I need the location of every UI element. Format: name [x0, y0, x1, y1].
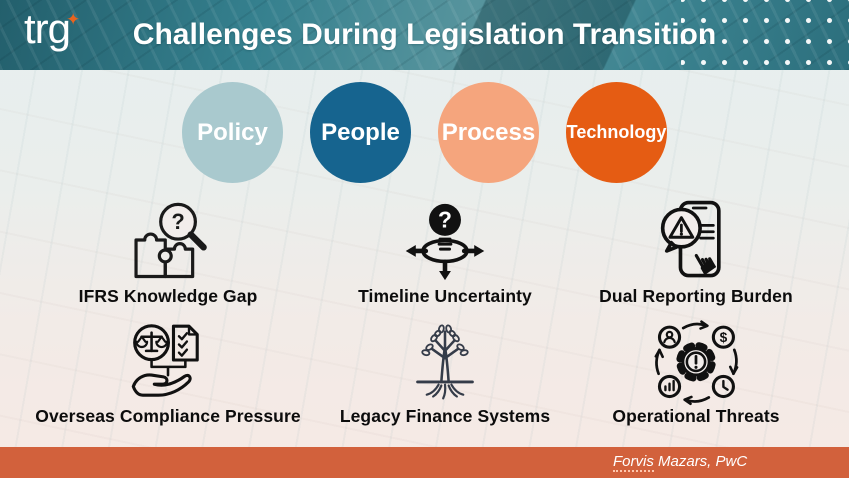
pillar-policy: Policy: [182, 82, 283, 183]
challenge-overseas-compliance-pressure: Overseas Compliance Pressure: [28, 318, 308, 427]
pillar-people: People: [310, 82, 411, 183]
attribution-word: Forvis: [613, 453, 654, 472]
svg-text:?: ?: [171, 209, 184, 234]
challenge-dual-reporting-burden: ☛ Dual Reporting Burden: [556, 198, 836, 307]
pillar-process: Process: [438, 82, 539, 183]
tree-roots-icon: [305, 318, 585, 402]
challenge-timeline-uncertainty: ? Timeline Uncertainty: [305, 198, 585, 307]
gear-alert-cycle-icon: $: [556, 318, 836, 406]
pillars-row: Policy People Process Technology: [0, 82, 849, 183]
attribution: Forvis Mazars, PwC: [613, 453, 748, 472]
challenge-legacy-finance-systems: Legacy Finance Systems: [305, 318, 585, 427]
challenge-label: Dual Reporting Burden: [599, 286, 793, 306]
challenge-label: IFRS Knowledge Gap: [78, 286, 258, 306]
trg-logo-text: trg: [24, 5, 71, 52]
challenge-operational-threats: $ Operational Threats: [556, 318, 836, 427]
challenge-label: Overseas Compliance Pressure: [35, 406, 301, 426]
svg-text:$: $: [720, 330, 728, 345]
header: trg✦ Challenges During Legislation Trans…: [0, 0, 849, 70]
challenge-ifrs-knowledge-gap: ? IFRS Knowledge Gap: [28, 198, 308, 307]
svg-text:?: ?: [438, 207, 452, 233]
attribution-rest: Mazars, PwC: [653, 453, 748, 470]
trg-logo: trg✦: [24, 8, 83, 50]
challenge-label: Operational Threats: [612, 406, 780, 426]
pillar-technology: Technology: [566, 82, 667, 183]
page-title: Challenges During Legislation Transition: [132, 18, 717, 51]
sparkle-icon: ✦: [66, 10, 80, 29]
phone-warning-hand-icon: ☛: [556, 198, 836, 282]
challenge-label: Timeline Uncertainty: [358, 286, 532, 306]
challenge-label: Legacy Finance Systems: [339, 406, 551, 426]
footer-bar: Forvis Mazars, PwC: [0, 447, 849, 478]
dot-pattern: [681, 0, 849, 70]
question-direction-arrows-icon: ?: [305, 198, 585, 282]
hand-scale-checklist-icon: [28, 318, 308, 402]
puzzle-magnifier-icon: ?: [28, 198, 308, 282]
